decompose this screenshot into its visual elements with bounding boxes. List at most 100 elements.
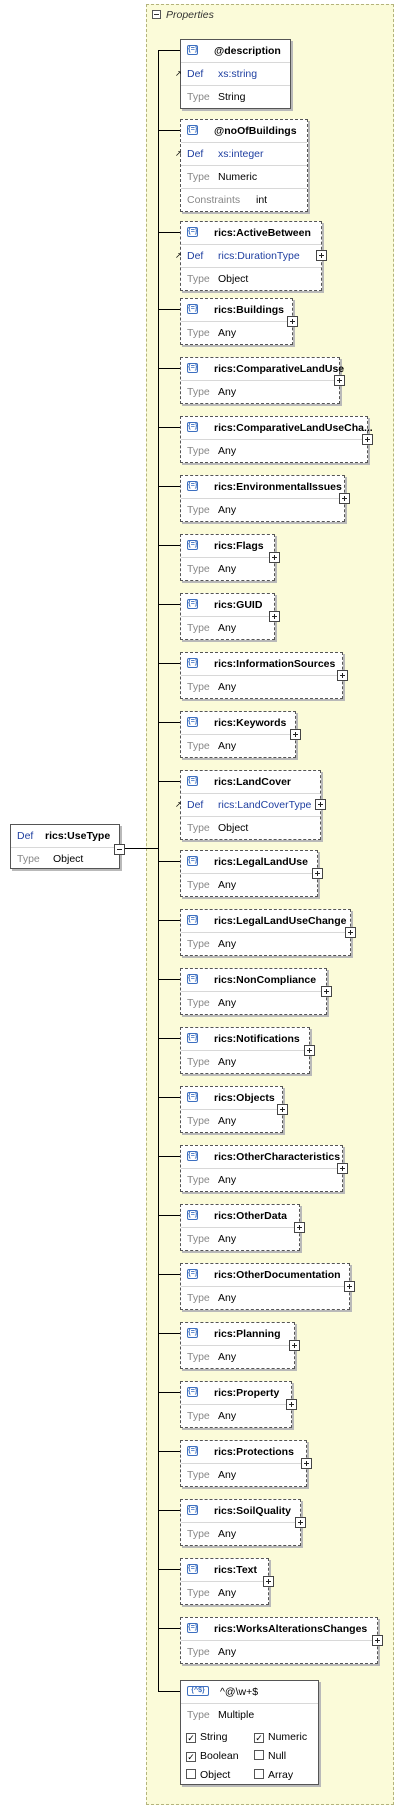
property-name-row: {=}rics:Property	[181, 1382, 291, 1404]
expand-icon[interactable]	[301, 1458, 312, 1469]
property-type-key: Type	[187, 1587, 210, 1599]
expand-icon[interactable]	[321, 986, 332, 997]
element-icon: {=}	[187, 125, 198, 135]
type-checkbox-boolean[interactable]: ✓ Boolean	[186, 1750, 239, 1762]
expand-icon[interactable]	[289, 1340, 300, 1351]
type-checkbox-array[interactable]: Array	[254, 1769, 293, 1781]
property-type-value: Any	[218, 1115, 237, 1127]
type-checkbox-numeric[interactable]: ✓Numeric	[254, 1731, 307, 1743]
connector-line	[158, 1569, 180, 1570]
connector-line	[158, 861, 180, 862]
property-type-value: Any	[218, 622, 237, 634]
expand-icon[interactable]	[339, 493, 350, 504]
property-name-row: {=}@noOfBuildings	[181, 120, 307, 142]
expand-icon[interactable]	[372, 1635, 383, 1646]
expand-icon[interactable]	[337, 1163, 348, 1174]
expand-icon[interactable]	[263, 1576, 274, 1587]
expand-icon[interactable]	[269, 611, 280, 622]
checkbox-box[interactable]: ✓	[254, 1733, 264, 1743]
property-type-key: Type	[187, 1469, 210, 1481]
expand-icon[interactable]	[312, 868, 323, 879]
connector-line	[158, 427, 180, 428]
expand-icon[interactable]	[345, 927, 356, 938]
expand-icon[interactable]	[290, 729, 301, 740]
regex-icon: {^$}	[187, 1686, 209, 1696]
expand-icon[interactable]	[304, 1045, 315, 1056]
property-name: rics:Flags	[214, 540, 264, 552]
property-type-value: Any	[218, 1351, 237, 1363]
expand-icon[interactable]	[286, 1399, 297, 1410]
expand-icon[interactable]	[362, 434, 373, 445]
expand-icon[interactable]	[287, 316, 298, 327]
property-type-value: Any	[218, 1469, 237, 1481]
type-checkbox-string[interactable]: ✓String	[186, 1731, 227, 1743]
property-name: @description	[214, 45, 281, 57]
property-def-key: Def	[187, 148, 204, 160]
element-icon: {=}	[187, 1623, 198, 1633]
checkbox-label: Boolean	[200, 1750, 239, 1762]
expand-icon[interactable]	[316, 250, 327, 261]
connector-line	[158, 1156, 180, 1157]
element-icon: {=}	[187, 304, 198, 314]
checkbox-box[interactable]	[254, 1750, 264, 1760]
type-checkbox-object[interactable]: Object	[186, 1769, 230, 1781]
element-icon: {=}	[187, 540, 198, 550]
property-type-key: Type	[187, 504, 210, 516]
root-collapse-icon[interactable]	[114, 844, 125, 855]
connector-line	[158, 1628, 180, 1629]
checkbox-box[interactable]: ✓	[186, 1752, 196, 1762]
property-name-row: {=}rics:ComparativeLandUse	[181, 358, 344, 380]
connector-line	[158, 50, 180, 51]
expand-icon[interactable]	[294, 1222, 305, 1233]
root-node[interactable]: Def rics:UseType Type Object	[10, 824, 120, 869]
connector-line	[158, 545, 180, 546]
property-name-row: {=}rics:LegalLandUse	[181, 851, 317, 873]
expand-icon[interactable]	[277, 1104, 288, 1115]
checkbox-box[interactable]: ✓	[186, 1733, 196, 1743]
type-checkbox-null[interactable]: Null	[254, 1750, 286, 1762]
expand-icon[interactable]	[295, 1517, 306, 1528]
expand-icon[interactable]	[334, 375, 345, 386]
expand-icon[interactable]	[344, 1281, 355, 1292]
expand-icon[interactable]	[337, 670, 348, 681]
expand-icon[interactable]	[315, 799, 326, 810]
element-icon: {=}	[187, 45, 198, 55]
connector-line	[158, 1038, 180, 1039]
property-name-row: {=}rics:Objects	[181, 1087, 282, 1109]
collapse-properties-icon[interactable]	[152, 10, 161, 19]
checkbox-box[interactable]	[254, 1769, 264, 1779]
property-name-row: {=}rics:ActiveBetween	[181, 222, 321, 244]
connector-line	[158, 309, 180, 310]
checkbox-box[interactable]	[186, 1769, 196, 1779]
expand-icon[interactable]	[269, 552, 280, 563]
